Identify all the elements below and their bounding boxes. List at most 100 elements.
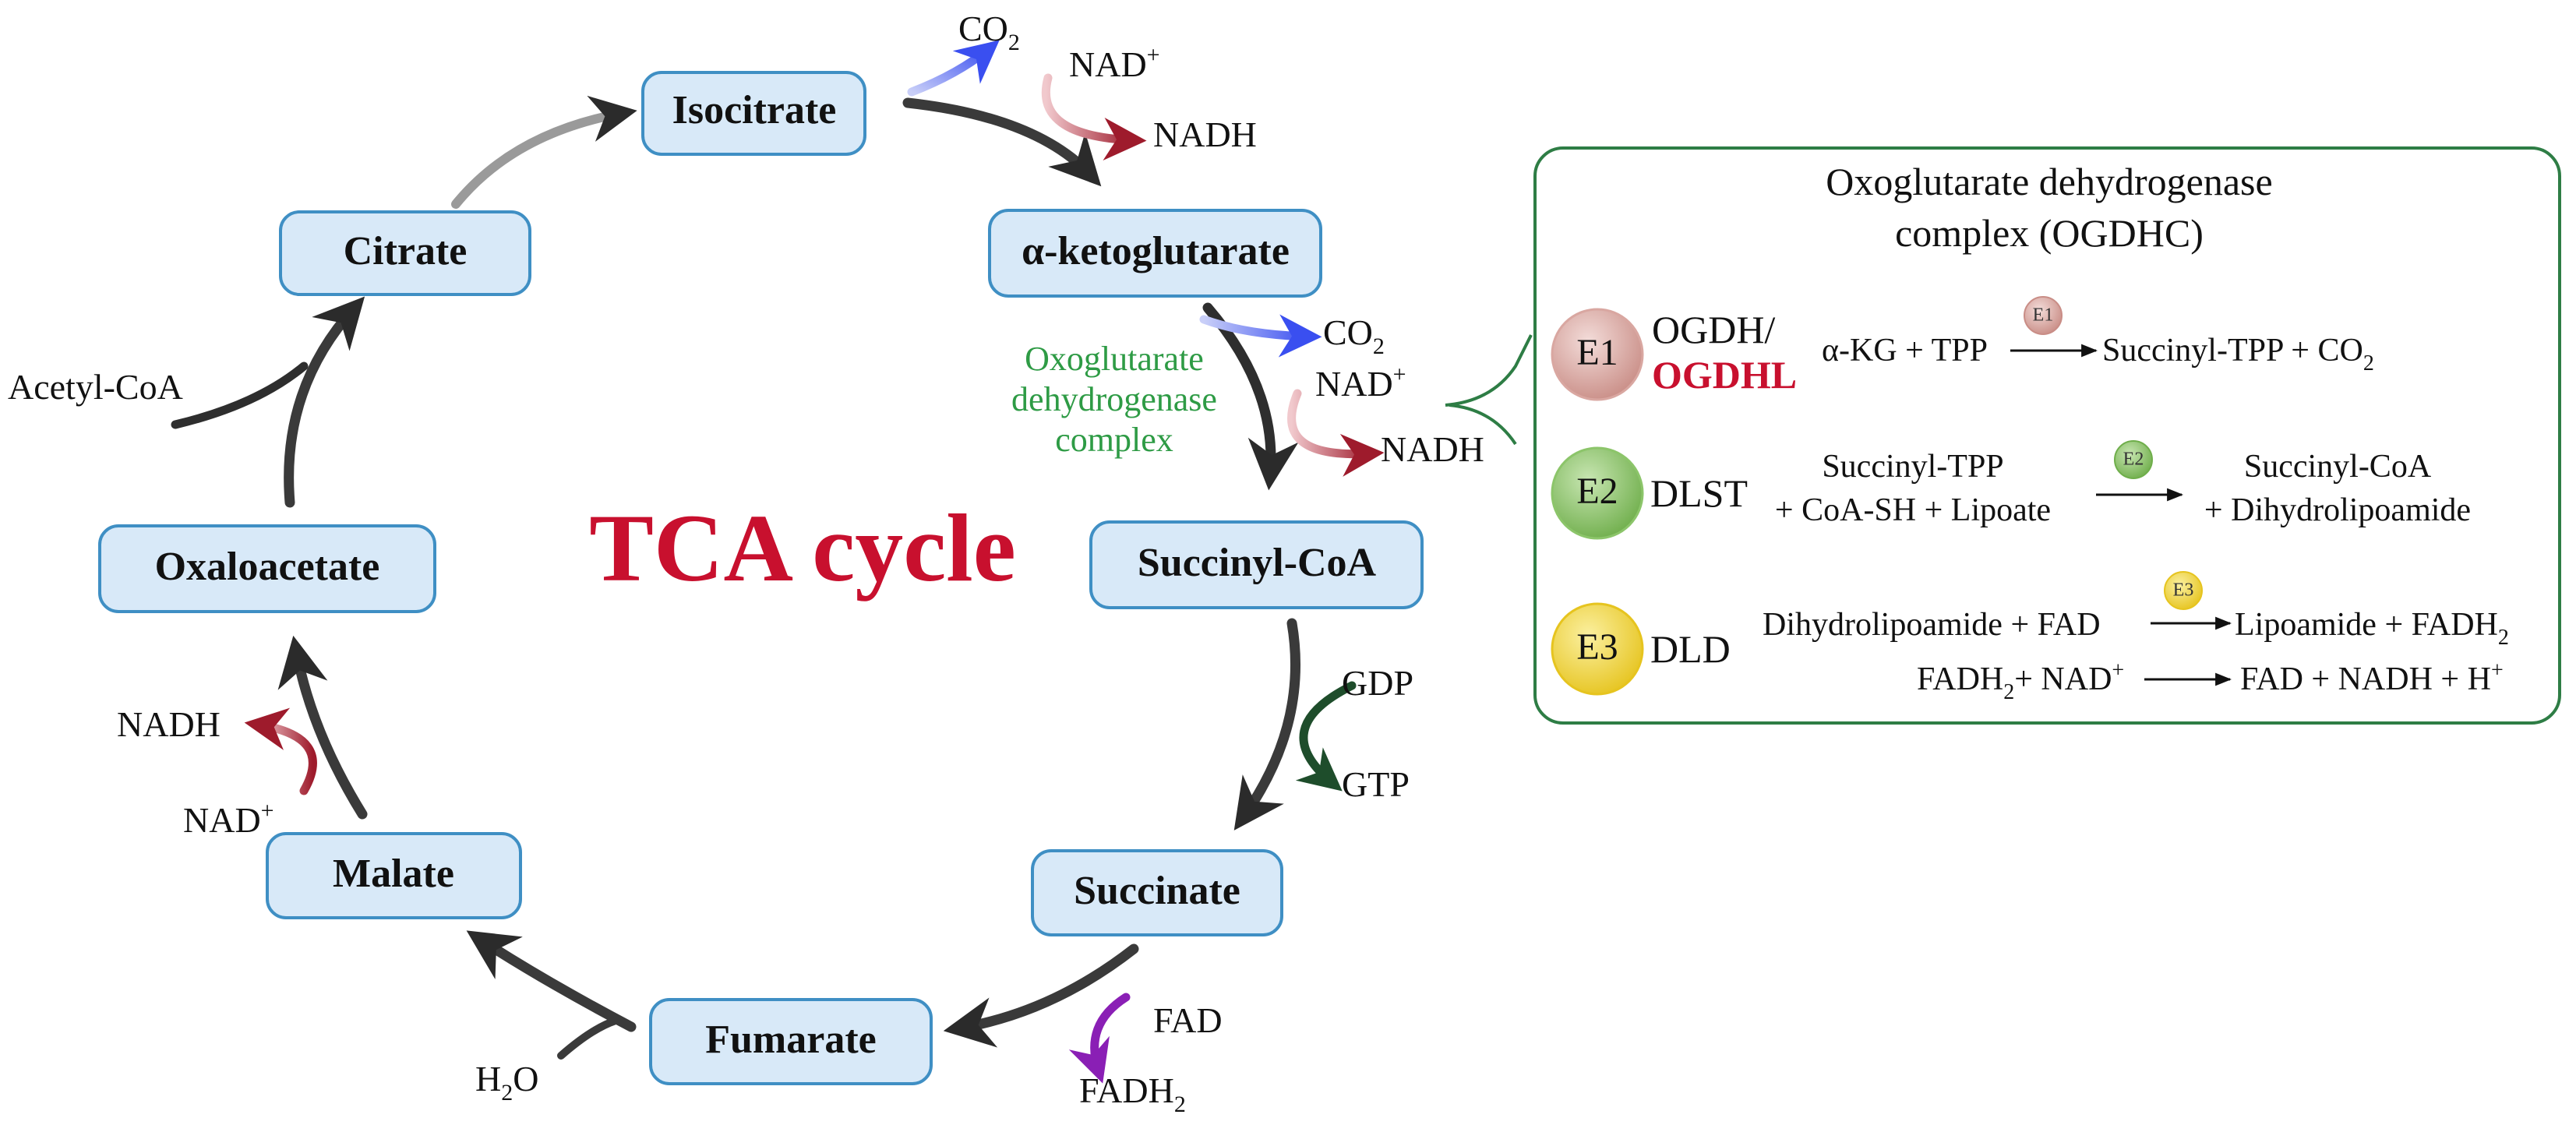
arrow-co2-1 bbox=[907, 40, 1000, 97]
arrow-h2o-input bbox=[557, 1017, 619, 1060]
arrow-succinate-to-fumarate bbox=[943, 943, 1139, 1048]
arrow-succinylcoa-to-succinate bbox=[1233, 618, 1300, 831]
e3-badge bbox=[1551, 602, 1644, 696]
isocitrate-label: Isocitrate bbox=[672, 88, 837, 132]
citrate-label: Citrate bbox=[344, 229, 468, 273]
e1-badge bbox=[1551, 308, 1644, 401]
cofactor-arrows bbox=[244, 40, 1385, 1084]
nad-1-main: NAD bbox=[1069, 44, 1147, 84]
ogdhc-panel: Oxoglutarate dehydrogenase complex (OGDH… bbox=[1533, 146, 2561, 725]
fadh2-sub: 2 bbox=[1174, 1091, 1186, 1117]
arrow-gtp bbox=[1295, 681, 1357, 792]
e2-row: E2 DLST Succinyl-TPP + CoA-SH + Lipoate … bbox=[1551, 440, 2471, 540]
e1-gene-line-1: OGDH/ bbox=[1652, 308, 1775, 351]
co2-2-main: CO bbox=[1323, 312, 1373, 352]
e3-r2-reactant: FADH2+ NAD+ bbox=[1917, 658, 2124, 704]
alpha-ketoglutarate-label: α-ketoglutarate bbox=[1022, 229, 1290, 273]
e1-gene-line-2: OGDHL bbox=[1652, 353, 1797, 397]
e3-r2-reactant-main: FADH bbox=[1917, 661, 2003, 697]
e3-r2-reactant-sup: + bbox=[2112, 658, 2124, 682]
e2-badge bbox=[1551, 446, 1644, 540]
co2-1-main: CO bbox=[958, 9, 1008, 48]
e3-r2-reactant-sub: 2 bbox=[2003, 680, 2014, 704]
arrow-isocitrate-to-akg bbox=[902, 97, 1102, 187]
nad-label-2: NAD+ bbox=[1315, 361, 1406, 404]
diagram-title: TCA cycle bbox=[589, 495, 1016, 601]
co2-1-sub: 2 bbox=[1008, 30, 1020, 55]
e2-arrow-badge bbox=[2114, 440, 2153, 479]
e1-product-main: Succinyl-TPP + CO bbox=[2102, 333, 2363, 369]
e3-row: E3 DLD Dihydrolipoamide + FAD E3 Lipoami… bbox=[1551, 571, 2509, 704]
e2-product-line-1: Succinyl-CoA bbox=[2244, 449, 2432, 485]
node-alpha-ketoglutarate: α-ketoglutarate bbox=[988, 209, 1322, 298]
e3-r1-reactant: Dihydrolipoamide + FAD bbox=[1763, 607, 2101, 643]
ogdhc-panel-border bbox=[1533, 146, 2561, 725]
arrow-fadh2 bbox=[1068, 993, 1131, 1084]
h2o-main: H bbox=[475, 1059, 501, 1099]
fumarate-label: Fumarate bbox=[705, 1017, 876, 1062]
nad-label-3: NAD+ bbox=[183, 798, 274, 840]
e3-r2-product-main: FAD + NADH + H bbox=[2240, 661, 2491, 697]
h2o-sub: 2 bbox=[501, 1080, 513, 1106]
node-fumarate: Fumarate bbox=[649, 998, 933, 1085]
acetyl-coa-label: Acetyl-CoA bbox=[8, 367, 183, 407]
e2-reactant-line-2: + CoA-SH + Lipoate bbox=[1775, 492, 2051, 528]
enzyme-complex-label: Oxoglutarate dehydrogenase complex bbox=[1011, 340, 1217, 459]
h2o-label: H2O bbox=[475, 1059, 538, 1106]
enzyme-label-line-1: Oxoglutarate bbox=[1025, 340, 1204, 378]
e1-reactant: α-KG + TPP bbox=[1822, 333, 1988, 369]
co2-label-2: CO2 bbox=[1323, 312, 1385, 359]
arrow-nadh-3 bbox=[244, 707, 317, 795]
fad-label: FAD bbox=[1153, 1000, 1223, 1040]
e1-row: E1 OGDH/ OGDHL α-KG + TPP E1 Succinyl-TP… bbox=[1551, 296, 2374, 401]
node-succinate: Succinate bbox=[1031, 849, 1283, 936]
arrow-acetylcoa-input bbox=[171, 361, 309, 429]
e3-r2-product: FAD + NADH + H+ bbox=[2240, 658, 2504, 697]
nad-3-sup: + bbox=[261, 798, 274, 823]
e2-product-line-2: + Dihydrolipoamide bbox=[2204, 492, 2471, 528]
arrow-fumarate-to-malate bbox=[466, 930, 637, 1032]
e3-r1-product-main: Lipoamide + FADH bbox=[2235, 607, 2498, 643]
e2-arrow-badge-label: E2 bbox=[2123, 450, 2144, 470]
arrow-oxaloacetate-to-citrate bbox=[284, 296, 365, 508]
e1-product-sub: 2 bbox=[2363, 351, 2374, 376]
e1-arrow-badge bbox=[2024, 296, 2063, 335]
arrow-co2-2 bbox=[1199, 314, 1322, 358]
gdp-label: GDP bbox=[1342, 663, 1413, 703]
nadh-label-1: NADH bbox=[1153, 115, 1257, 154]
nad-3-main: NAD bbox=[183, 800, 261, 840]
node-isocitrate: Isocitrate bbox=[641, 71, 866, 156]
panel-connector-brace bbox=[1445, 334, 1533, 446]
e2-reactant-line-1: Succinyl-TPP bbox=[1822, 449, 2003, 485]
e3-r1-product-sub: 2 bbox=[2498, 626, 2509, 650]
node-succinyl-coa: Succinyl-CoA bbox=[1089, 520, 1424, 609]
e3-badge-label: E3 bbox=[1576, 626, 1618, 668]
fadh2-label: FADH2 bbox=[1079, 1070, 1186, 1117]
e3-r1-product: Lipoamide + FADH2 bbox=[2235, 607, 2509, 650]
co2-label-1: CO2 bbox=[958, 9, 1020, 55]
nadh-label-2: NADH bbox=[1381, 429, 1484, 469]
e3-gene: DLD bbox=[1650, 627, 1731, 671]
e3-r2-reactant-mid: + NAD bbox=[2014, 661, 2112, 697]
enzyme-label-line-3: complex bbox=[1055, 421, 1173, 459]
arrow-nadh-2 bbox=[1287, 389, 1385, 477]
gtp-label: GTP bbox=[1342, 764, 1410, 804]
e2-gene: DLST bbox=[1650, 471, 1748, 515]
nadh-label-3: NADH bbox=[117, 704, 221, 744]
e1-product: Succinyl-TPP + CO2 bbox=[2102, 333, 2374, 376]
h2o-tail: O bbox=[513, 1059, 538, 1099]
nad-1-sup: + bbox=[1147, 42, 1160, 68]
arrow-malate-to-oxaloacetate bbox=[277, 635, 368, 820]
panel-title-line-2: complex (OGDHC) bbox=[1895, 211, 2204, 255]
arrow-citrate-to-isocitrate bbox=[451, 95, 637, 209]
panel-title-line-1: Oxoglutarate dehydrogenase bbox=[1826, 160, 2272, 203]
co2-2-sub: 2 bbox=[1373, 333, 1385, 359]
fadh2-main: FADH bbox=[1079, 1070, 1174, 1110]
malate-label: Malate bbox=[333, 852, 454, 896]
succinyl-coa-label: Succinyl-CoA bbox=[1138, 541, 1377, 585]
succinate-label: Succinate bbox=[1074, 869, 1240, 913]
e3-arrow-badge bbox=[2164, 571, 2203, 610]
node-citrate: Citrate bbox=[279, 210, 531, 296]
e3-r2-product-sup: + bbox=[2491, 658, 2504, 682]
